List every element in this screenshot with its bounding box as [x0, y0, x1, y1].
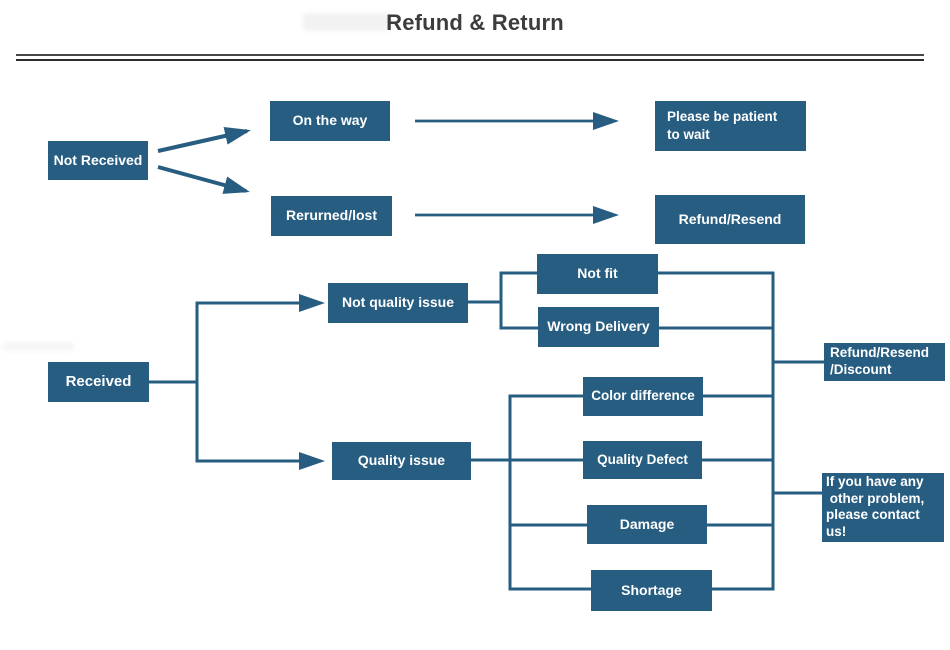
node-color-difference: Color difference: [583, 377, 703, 416]
node-shortage: Shortage: [591, 570, 712, 611]
node-wrong-delivery: Wrong Delivery: [538, 307, 659, 347]
node-on-the-way: On the way: [270, 101, 390, 141]
node-quality-issue: Quality issue: [332, 442, 471, 480]
node-returned-lost: Rerurned/lost: [271, 196, 392, 236]
node-not-quality-issue: Not quality issue: [328, 283, 468, 323]
node-refund-resend: Refund/Resend: [655, 195, 805, 244]
node-not-received: Not Received: [48, 141, 148, 180]
node-not-fit: Not fit: [537, 254, 658, 294]
page-title: Refund & Return: [386, 10, 564, 35]
node-please-be-patient: Please be patient to wait: [655, 101, 806, 151]
divider-bottom: [16, 59, 924, 62]
divider-top: [16, 54, 924, 56]
node-other-problem: If you have any other problem, please co…: [822, 473, 944, 542]
node-received: Received: [48, 362, 149, 402]
node-refund-resend-discount: Refund/Resend /Discount: [824, 343, 945, 381]
node-damage: Damage: [587, 505, 707, 544]
node-quality-defect: Quality Defect: [583, 441, 702, 479]
